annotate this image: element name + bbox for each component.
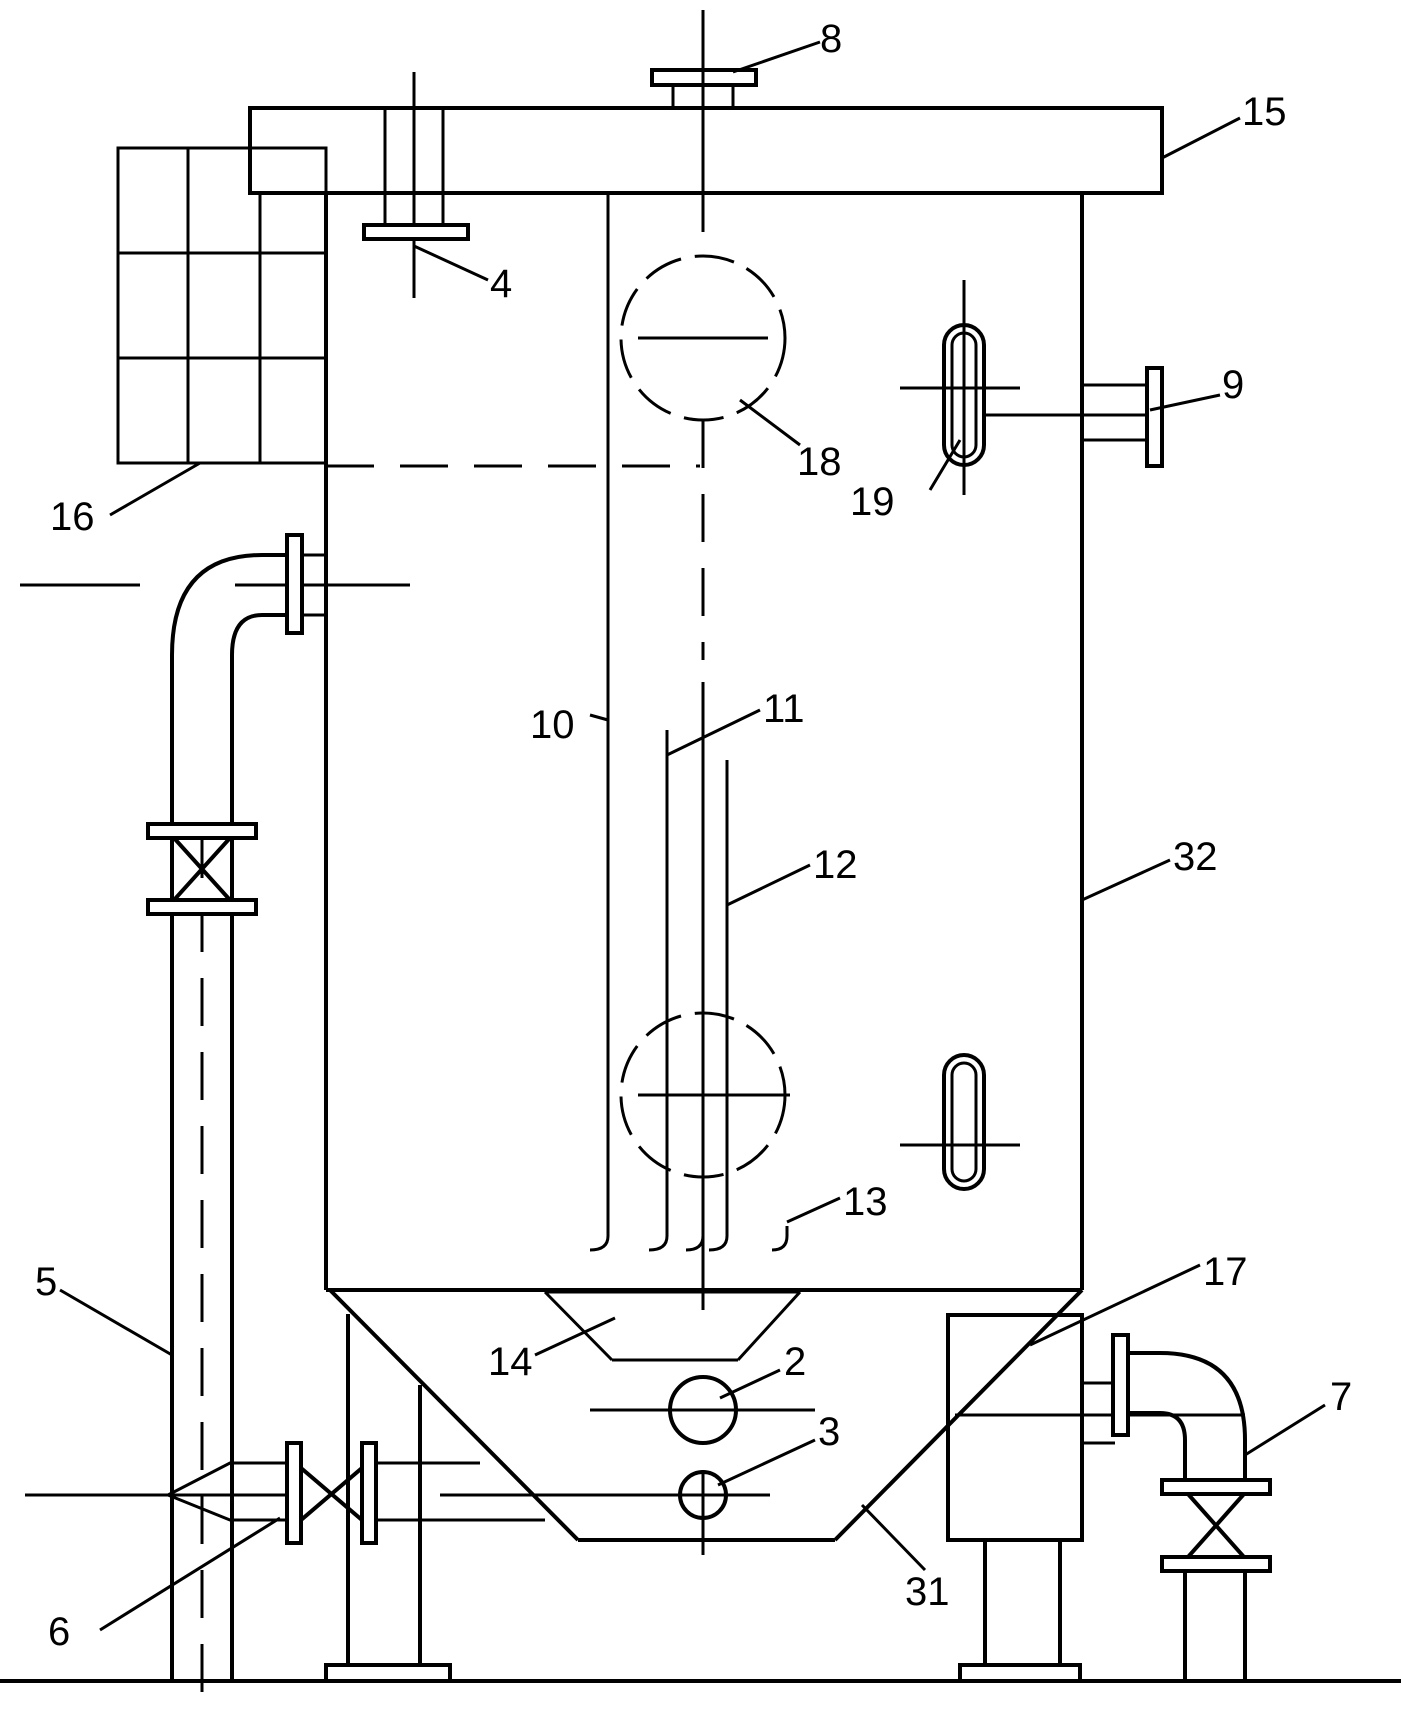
internal-pipe-11 xyxy=(648,730,669,1252)
support-legs xyxy=(324,1313,1084,1683)
hook-13 xyxy=(771,1226,789,1252)
label-9: 9 xyxy=(1222,363,1244,407)
top-cover-plate xyxy=(248,106,1164,195)
part-labels: 8 15 4 18 19 9 16 10 11 12 32 13 17 5 14… xyxy=(35,17,1352,1654)
side-nozzle-9 xyxy=(984,366,1164,468)
hook-axis xyxy=(685,1235,705,1252)
label-10: 10 xyxy=(530,703,575,747)
label-4: 4 xyxy=(490,262,512,306)
label-32: 32 xyxy=(1173,835,1218,879)
label-18: 18 xyxy=(797,440,842,484)
bottom-pipe-6 xyxy=(25,1441,545,1545)
label-19: 19 xyxy=(850,480,895,524)
label-6: 6 xyxy=(48,1610,70,1654)
label-17: 17 xyxy=(1203,1250,1248,1294)
internal-pipe-12 xyxy=(708,760,729,1252)
label-2: 2 xyxy=(784,1340,806,1384)
outlet-2 xyxy=(590,1375,815,1445)
vertical-pipe-5 xyxy=(20,533,410,1715)
label-14: 14 xyxy=(488,1340,533,1384)
leader-lines xyxy=(59,40,1326,1632)
tank-body xyxy=(258,193,1084,1292)
manhole-upper xyxy=(619,254,787,422)
manhole-lower xyxy=(619,1011,790,1179)
inlet-pipe-4 xyxy=(362,72,470,298)
label-8: 8 xyxy=(820,17,842,61)
label-12: 12 xyxy=(813,843,858,887)
filter-grid xyxy=(116,146,328,465)
label-7: 7 xyxy=(1330,1375,1352,1419)
sight-glass-upper xyxy=(900,280,1020,495)
outlet-3 xyxy=(440,1470,770,1520)
label-31: 31 xyxy=(905,1570,950,1614)
label-3: 3 xyxy=(818,1410,840,1454)
sight-glass-lower xyxy=(900,1053,1020,1191)
label-15: 15 xyxy=(1242,90,1287,134)
label-11: 11 xyxy=(763,687,805,731)
right-pipe-7 xyxy=(955,1333,1272,1681)
label-13: 13 xyxy=(843,1180,888,1224)
label-16: 16 xyxy=(50,495,95,539)
baffle-14 xyxy=(543,1290,802,1362)
internal-pipe-10 xyxy=(589,193,610,1252)
label-5: 5 xyxy=(35,1260,57,1304)
